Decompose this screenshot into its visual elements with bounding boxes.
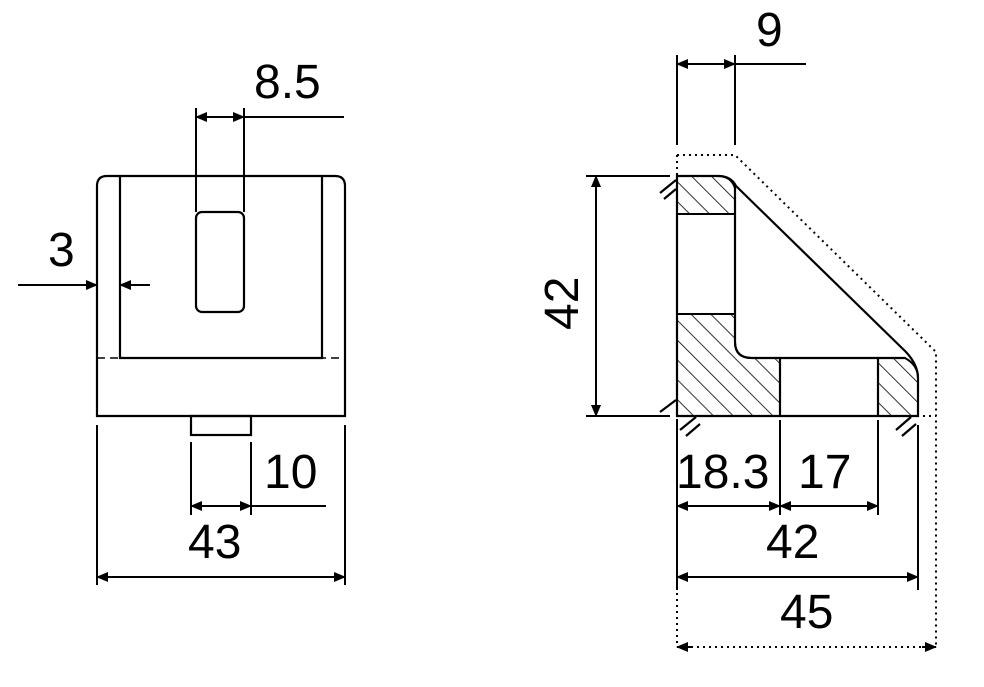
side-envelope-outline: [677, 154, 937, 645]
dim-side-base-label: 42: [766, 516, 819, 569]
dim-overall-width: 43: [96, 425, 346, 585]
dim-tab-width: 10: [190, 442, 326, 515]
dim-slot-width: 8.5: [195, 56, 344, 212]
side-tab-bottom-left: [659, 399, 677, 413]
dim-segment-a-label: 18.3: [676, 446, 769, 499]
dim-side-thickness-label: 9: [756, 4, 783, 57]
dim-side-height-label: 42: [536, 277, 589, 330]
side-tab-top: [659, 179, 677, 194]
dim-wall-thickness-label: 3: [48, 224, 75, 277]
dim-overall-width-label: 43: [188, 516, 241, 569]
dim-side-base: 42: [676, 516, 919, 582]
front-tab: [189, 414, 253, 437]
dim-tab-width-label: 10: [264, 446, 317, 499]
side-inner-edge: [733, 186, 905, 360]
dim-side-thickness: 9: [676, 4, 806, 145]
front-body-outline: [95, 174, 347, 418]
side-hatch-right: [877, 357, 919, 417]
dim-segment-b-label: 17: [798, 446, 851, 499]
side-tab-bottom-right: [895, 416, 912, 431]
front-slot: [194, 210, 246, 314]
side-hatch-top: [676, 175, 736, 215]
dim-side-height: 42: [536, 175, 670, 417]
dim-wall-thickness: 3: [18, 224, 150, 318]
side-view: 9 42 18.3 17: [536, 4, 937, 652]
dim-side-segments: 18.3 17: [676, 420, 919, 590]
dim-side-overall-label: 45: [780, 586, 833, 639]
dim-slot-width-label: 8.5: [254, 56, 321, 109]
dim-side-overall: 45: [676, 586, 937, 652]
front-inner-channel: [118, 176, 324, 360]
side-hatch-corner: [676, 313, 781, 417]
front-view: 8.5 3 10 43: [18, 56, 347, 585]
